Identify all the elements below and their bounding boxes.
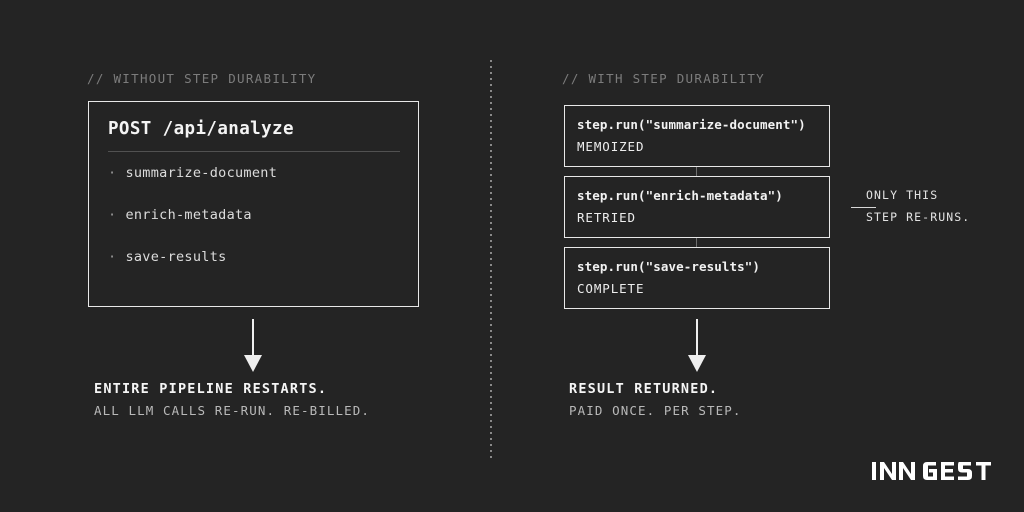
durable-step-box: step.run("enrich-metadata") RETRIED [564, 176, 830, 238]
right-outcome-primary: RESULT RETURNED. [569, 381, 719, 397]
left-outcome-primary: ENTIRE PIPELINE RESTARTS. [94, 381, 328, 397]
step-call-label: step.run("save-results") [577, 259, 761, 274]
bullet-icon: · [108, 249, 117, 265]
durable-step-box: step.run("summarize-document") MEMOIZED [564, 105, 830, 167]
request-divider-rule [108, 151, 400, 152]
durable-step-box: step.run("save-results") COMPLETE [564, 247, 830, 309]
arrow-stem [696, 319, 698, 357]
list-item: · enrich-metadata [108, 207, 252, 223]
left-outcome-secondary: ALL LLM CALLS RE-RUN. RE-BILLED. [94, 403, 371, 418]
list-item-label: enrich-metadata [125, 207, 252, 223]
left-panel-comment: // WITHOUT STEP DURABILITY [87, 71, 317, 86]
arrow-head [688, 355, 706, 372]
bullet-icon: · [108, 207, 117, 223]
down-arrow-icon [686, 319, 708, 373]
arrow-stem [252, 319, 254, 357]
annotation-line-2: STEP RE-RUNS. [866, 210, 971, 224]
request-box: POST /api/analyze · summarize-document · e… [88, 101, 419, 307]
annotation-leader-line [851, 207, 876, 209]
step-call-label: step.run("summarize-document") [577, 117, 806, 132]
down-arrow-icon [242, 319, 264, 373]
right-panel-comment: // WITH STEP DURABILITY [562, 71, 765, 86]
right-outcome-secondary: PAID ONCE. PER STEP. [569, 403, 742, 418]
list-item: · summarize-document [108, 165, 277, 181]
step-connector [696, 238, 697, 247]
list-item-label: summarize-document [125, 165, 278, 181]
bullet-icon: · [108, 165, 117, 181]
step-call-label: step.run("enrich-metadata") [577, 188, 783, 203]
request-title: POST /api/analyze [108, 119, 294, 139]
list-item: · save-results [108, 249, 227, 265]
panel-divider [490, 60, 492, 460]
step-connector [696, 167, 697, 176]
annotation-line-1: ONLY THIS [866, 188, 939, 202]
status-badge: RETRIED [577, 210, 636, 225]
status-badge: COMPLETE [577, 281, 645, 296]
list-item-label: save-results [125, 249, 227, 265]
arrow-head [244, 355, 262, 372]
status-badge: MEMOIZED [577, 139, 645, 154]
inngest-logo [872, 458, 996, 484]
